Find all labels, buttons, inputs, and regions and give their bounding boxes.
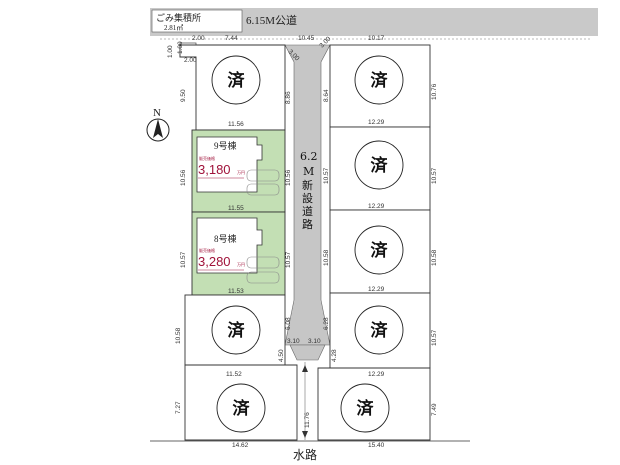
dimension: 11.53	[228, 288, 244, 295]
dimension: 2.00	[184, 57, 197, 64]
sold-mark: 済	[371, 70, 389, 91]
new-road-char: 道	[302, 204, 313, 218]
dimension: 11.52	[226, 371, 242, 378]
garbage-station-label: ごみ集積所	[156, 12, 201, 23]
dimension: 9.50	[180, 89, 187, 102]
dimension: 15.40	[368, 442, 385, 449]
sold-mark: 済	[233, 398, 251, 419]
north-arrow: N	[146, 107, 170, 142]
lot-9-price-unit: 万円	[237, 170, 245, 175]
house-outline	[196, 217, 263, 274]
lot-8-price-unit: 万円	[237, 262, 245, 267]
dimension: 10.58	[323, 249, 330, 266]
dimension: 3.10	[287, 338, 300, 345]
sold-circle	[354, 140, 404, 190]
dimension: 6.08	[285, 317, 292, 330]
new-road-char: 路	[302, 218, 313, 231]
parking-icon	[246, 256, 280, 269]
dimension: 10.17	[368, 35, 385, 42]
lot-9-name: 9号棟	[214, 140, 237, 151]
lot-widths: 11.56 11.55 11.53 11.52 12.29 12.29 12.2…	[226, 119, 385, 378]
lower-dimensions: 4.50 4.28 11.76	[278, 349, 338, 440]
arrow-down-icon	[302, 431, 308, 438]
dimension: 10.57	[180, 251, 187, 268]
sold-mark: 済	[357, 398, 375, 419]
sold-circle	[354, 305, 404, 355]
dimension: 8.86	[285, 91, 292, 104]
dimension: 11.56	[228, 121, 244, 128]
sold-mark: 済	[371, 320, 389, 341]
lot-8-price-tag: 販売価格	[199, 247, 215, 253]
new-road-end	[289, 344, 326, 361]
sold-circle	[354, 225, 404, 275]
left-dimensions: 9.50 10.56 10.57 10.58 7.27	[175, 89, 187, 414]
dimension: 7.27	[175, 401, 182, 414]
parking-icon	[246, 183, 280, 196]
new-road-char: 新	[302, 178, 313, 192]
dimension: 10.45	[298, 35, 315, 42]
sold-mark: 済	[371, 155, 389, 176]
dimension: 12.29	[368, 286, 385, 293]
dimension: 10.56	[180, 169, 187, 186]
dimension: 4.28	[331, 349, 338, 362]
sold-markers: 済 済 済 済 済 済 済 済	[211, 55, 404, 433]
dimension: 12.29	[368, 371, 385, 378]
sold-circle	[211, 55, 261, 105]
sold-mark: 済	[228, 320, 246, 341]
lot-9-price: 3,180	[198, 162, 231, 177]
dimension: 2.00	[192, 35, 205, 42]
dimension: 10.58	[431, 249, 438, 266]
dimension: 10.76	[431, 83, 438, 100]
dimension: 10.56	[285, 169, 292, 186]
dimension: 12.29	[368, 119, 385, 126]
sold-mark: 済	[228, 70, 246, 91]
dimension: 6.28	[323, 317, 330, 330]
dimension: 10.57	[323, 167, 330, 184]
dimension: 14.62	[232, 442, 249, 449]
public-road-label: 6.15M公道	[246, 13, 297, 27]
right-dimensions: 10.76 10.57 10.58 10.57 7.49	[431, 83, 438, 416]
north-label: N	[153, 107, 161, 119]
dimension: 10.57	[431, 167, 438, 184]
sold-circle	[340, 383, 390, 433]
garbage-station-box	[151, 9, 243, 33]
dimension: 10.57	[285, 251, 292, 268]
sold-mark: 済	[371, 240, 389, 261]
lot-8-price: 3,280	[198, 254, 231, 269]
garbage-station-area: 2.81㎡	[164, 24, 183, 32]
sold-circle	[216, 383, 266, 433]
bottom-dimensions: 14.62 15.40	[232, 442, 385, 449]
lot-9-price-tag: 販売価格	[199, 155, 215, 161]
lot-8-name: 8号棟	[214, 233, 237, 244]
new-road-m: M	[303, 165, 314, 178]
dimension: 4.50	[278, 349, 285, 362]
dimension: 10.58	[175, 327, 182, 344]
parking-icon	[246, 271, 280, 284]
lot-8-house[interactable]: 8号棟 販売価格 3,280 万円	[196, 217, 280, 284]
dimension: 10.57	[431, 329, 438, 346]
dimension: 1.00	[167, 45, 174, 58]
arrow-up-icon	[302, 365, 308, 372]
sold-circle	[211, 305, 261, 355]
new-road-label: 6.2 M 新 設 道 路	[300, 150, 318, 231]
dimension: 11.76	[304, 412, 311, 428]
road-side-dimensions: 8.86 10.56 10.57 6.08 8.64 10.57 10.58 6…	[285, 89, 330, 345]
new-road-width: 6.2	[300, 150, 318, 163]
sold-circle	[354, 55, 404, 105]
dimension: 8.64	[323, 89, 330, 102]
dimension: 1.00	[177, 41, 184, 54]
dimension: 11.55	[228, 205, 244, 212]
dimension: 7.49	[431, 403, 438, 416]
dimension: 3.10	[308, 338, 321, 345]
lot-9-house[interactable]: 9号棟 販売価格 3,180 万円	[196, 136, 280, 196]
north-arrow-icon	[153, 119, 163, 138]
dimension: 7.44	[225, 35, 238, 42]
dimension: 12.29	[368, 203, 385, 210]
waterway-label: 水路	[293, 447, 317, 462]
parking-icon	[246, 169, 280, 182]
new-road-char: 設	[302, 191, 313, 205]
